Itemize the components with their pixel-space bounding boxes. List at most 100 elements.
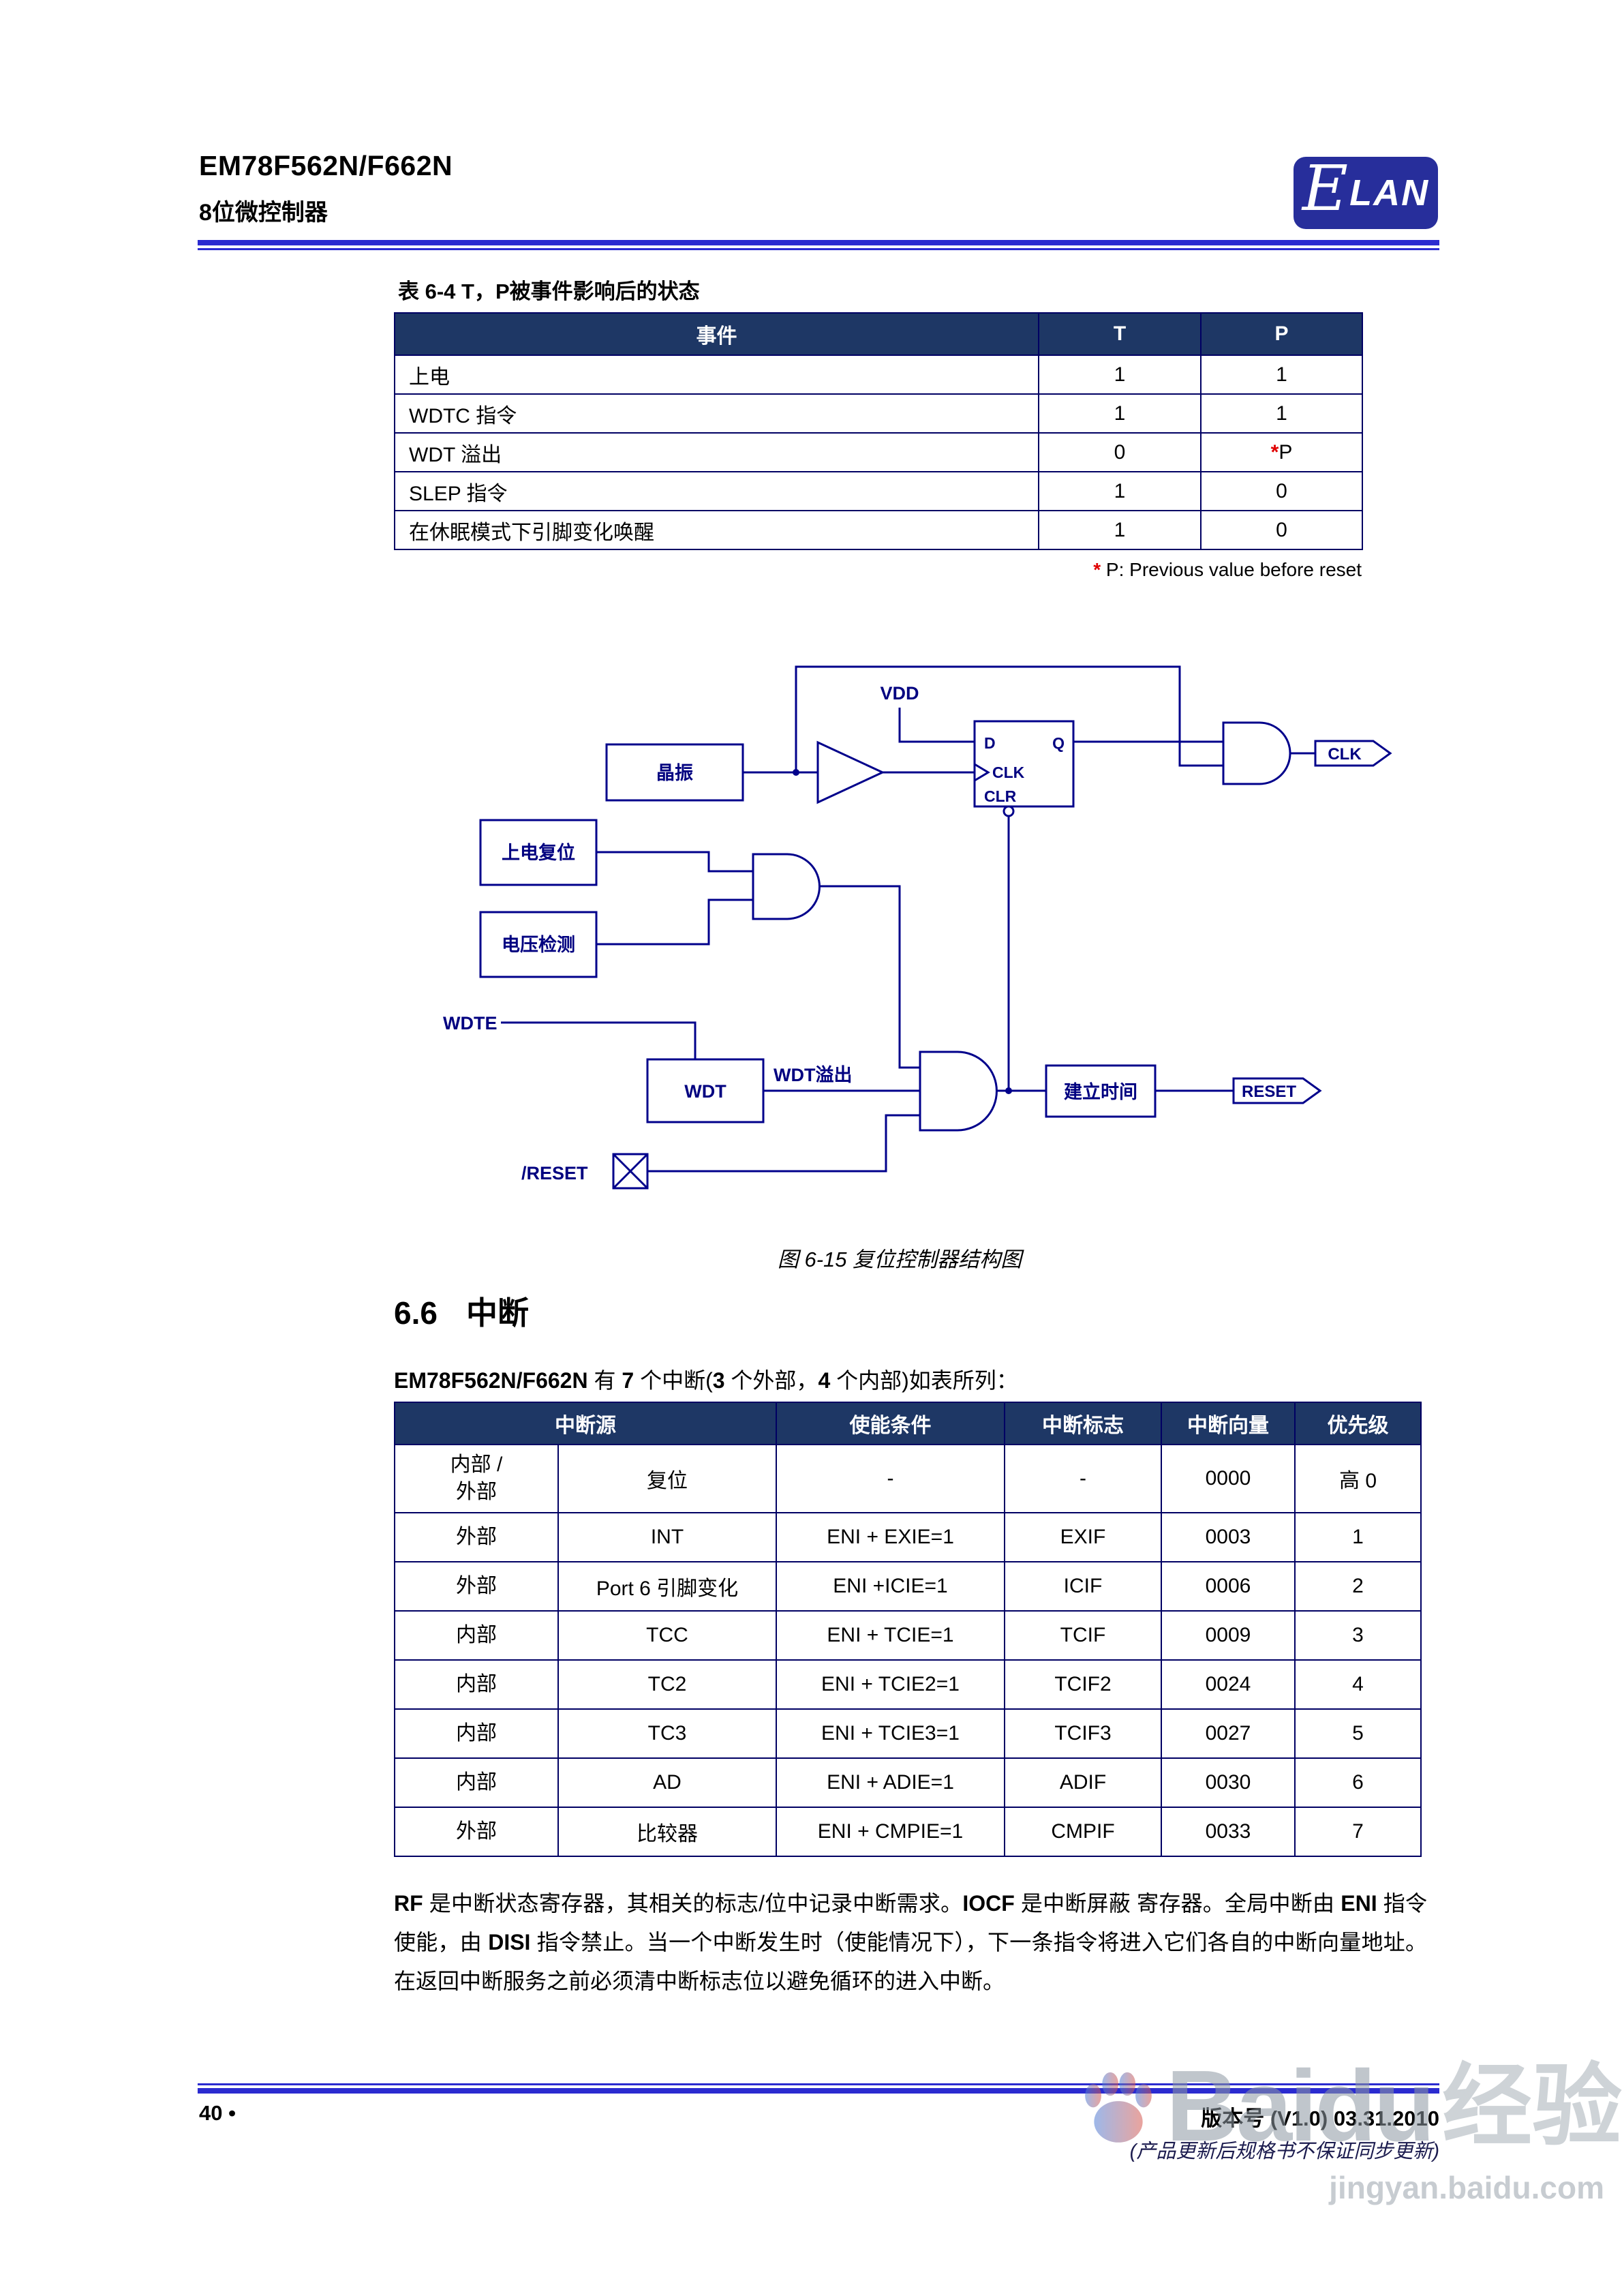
cell-enable: ENI + TCIE2=1: [776, 1659, 1005, 1710]
dff-clock-wedge: [974, 763, 990, 782]
column-header-vector: 中断向量: [1161, 1402, 1296, 1445]
disclaimer-text: (产品更新后规格书不保证同步更新): [1129, 2141, 1439, 2162]
text-segment: EM78F562N/F662N: [394, 1368, 588, 1393]
table-row: 在休眠模式下引脚变化唤醒 1 0: [394, 510, 1363, 550]
cell-source: TC2: [557, 1659, 777, 1710]
label-wdte: WDTE: [443, 1013, 497, 1033]
cell-enable: ENI +ICIE=1: [776, 1561, 1005, 1612]
power-on-reset-box: [479, 819, 598, 886]
text-segment: RF: [394, 1891, 423, 1916]
cell-source: INT: [557, 1512, 777, 1562]
cell-priority: 4: [1294, 1659, 1422, 1710]
cell-vector: 0003: [1161, 1512, 1296, 1562]
column-header-enable: 使能条件: [776, 1402, 1005, 1445]
reset-table-caption: 表 6-4 T，P被事件影响后的状态: [398, 280, 700, 303]
label-oscillator: 晶振: [656, 763, 693, 783]
interrupt-table: 中断源 使能条件 中断标志 中断向量 优先级 内部 / 外部 复位 - - 00…: [394, 1402, 1422, 1857]
cell-vector: 0000: [1161, 1444, 1296, 1513]
table-row: 内部 TC2 ENI + TCIE2=1 TCIF2 0024 4: [394, 1659, 1422, 1710]
elan-logo: E LAN: [1294, 157, 1438, 229]
watermark-suffix: 经验: [1442, 2056, 1622, 2156]
elan-logo-e: E: [1302, 152, 1349, 225]
table-row: WDT 溢出 0 *P: [394, 432, 1363, 472]
reset-controller-diagram: VDD 晶振 D Q CLK CLR 上电复位 电压检测 WDTE WDT WD…: [443, 665, 1392, 1190]
reset-status-table: 事件 T P 上电 1 1 WDTC 指令 1 1 WDT 溢出: [394, 312, 1363, 550]
cell-priority: 2: [1294, 1561, 1422, 1612]
cell-flag: EXIF: [1004, 1512, 1162, 1562]
elan-logo-lan: LAN: [1349, 172, 1430, 213]
section-title: 中断: [465, 1295, 529, 1331]
cell-priority: 高 0: [1294, 1444, 1422, 1513]
column-header-flag: 中断标志: [1004, 1402, 1162, 1445]
cell-vector: 0033: [1161, 1807, 1296, 1857]
column-header-priority: 优先级: [1294, 1402, 1422, 1445]
voltage-detect-box: [479, 911, 598, 978]
cell-priority: 6: [1294, 1757, 1422, 1808]
text-segment: ENI: [1341, 1891, 1377, 1916]
table-row: 内部 TC3 ENI + TCIE3=1 TCIF3 0027 5: [394, 1708, 1422, 1759]
table-row: 上电 1 1: [394, 354, 1363, 395]
footnote-asterisk: *: [1093, 559, 1106, 580]
setup-time-box: [1045, 1064, 1157, 1118]
label-ff-clk: CLK: [992, 764, 1025, 781]
text-segment: 个外部，: [724, 1368, 818, 1393]
figure-caption: 图 6-15 复位控制器结构图: [777, 1248, 1022, 1271]
cell-enable: ENI + CMPIE=1: [776, 1807, 1005, 1857]
cell-flag: ICIF: [1004, 1561, 1162, 1612]
cell-event: 上电: [394, 354, 1039, 395]
column-header-event: 事件: [394, 312, 1039, 356]
cell-flag: TCIF2: [1004, 1659, 1162, 1710]
cell-enable: ENI + EXIE=1: [776, 1512, 1005, 1562]
label-reset-input: /RESET: [521, 1163, 588, 1183]
cell-priority: 5: [1294, 1708, 1422, 1759]
reset-input-pad: [612, 1153, 649, 1190]
header-rule: [198, 240, 1439, 250]
dff-box: [973, 720, 1075, 808]
cell-event: 在休眠模式下引脚变化唤醒: [394, 510, 1039, 550]
label-wdt: WDT: [684, 1081, 726, 1102]
cell-source: AD: [557, 1757, 777, 1808]
por-and-gate: [752, 853, 821, 920]
cell-source: 复位: [557, 1444, 777, 1513]
label-reset-output: RESET: [1242, 1083, 1296, 1101]
text-segment: 是中断状态寄存器，其相关的标志/位中记录中断需求。: [423, 1891, 963, 1916]
cell-t: 1: [1038, 510, 1202, 550]
cell-event: SLEP 指令: [394, 471, 1039, 511]
cell-event: WDT 溢出: [394, 432, 1039, 472]
label-ff-d: D: [984, 734, 996, 752]
label-ff-q: Q: [1052, 734, 1065, 752]
cell-flag: TCIF: [1004, 1610, 1162, 1661]
column-header-p: P: [1200, 312, 1363, 356]
cell-priority: 3: [1294, 1610, 1422, 1661]
label-ff-clr: CLR: [984, 787, 1017, 805]
text-segment: 4: [818, 1368, 831, 1393]
cell-t: 1: [1038, 471, 1202, 511]
cell-priority: 7: [1294, 1807, 1422, 1857]
cell-scope: 外部: [394, 1561, 559, 1612]
table-header-row: 事件 T P: [394, 312, 1363, 356]
cell-flag: CMPIF: [1004, 1807, 1162, 1857]
cell-event: WDTC 指令: [394, 393, 1039, 434]
cell-p: 1: [1200, 354, 1363, 395]
cell-p: *P: [1200, 432, 1363, 472]
table-header-row: 中断源 使能条件 中断标志 中断向量 优先级: [394, 1402, 1422, 1445]
column-header-t: T: [1038, 312, 1202, 356]
table-row: 外部 INT ENI + EXIE=1 EXIF 0003 1: [394, 1512, 1422, 1562]
cell-p: 1: [1200, 393, 1363, 434]
cell-source: TC3: [557, 1708, 777, 1759]
column-header-source: 中断源: [394, 1402, 777, 1445]
label-power-on-reset: 上电复位: [502, 842, 575, 863]
table-footnote: * P: Previous value before reset: [394, 559, 1362, 581]
cell-t: 1: [1038, 393, 1202, 434]
cell-scope: 内部: [394, 1659, 559, 1710]
cell-t: 0: [1038, 432, 1202, 472]
intro-text: EM78F562N/F662N 有 7 个中断(3 个外部，4 个内部)如表所列…: [394, 1363, 1018, 1395]
doc-subtitle: 8位微控制器: [199, 200, 328, 226]
watermark-url: jingyan.baidu.com: [1329, 2170, 1604, 2205]
label-wdt-overflow: WDT溢出: [774, 1065, 852, 1085]
label-voltage-detect: 电压检测: [502, 934, 575, 955]
dff-clr-bubble: [1003, 805, 1015, 817]
footnote-text: P: Previous value before reset: [1105, 559, 1362, 580]
